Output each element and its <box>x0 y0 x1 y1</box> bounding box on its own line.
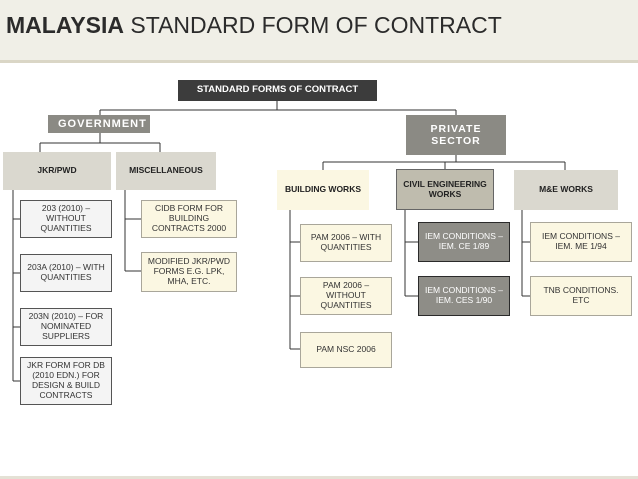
me-item-iem-me: IEM CONDITIONS – IEM. ME 1/94 <box>530 222 632 262</box>
misc-item-cidb: CIDB FORM FOR BUILDING CONTRACTS 2000 <box>141 200 237 238</box>
government-band: GOVERNMENT <box>48 115 150 133</box>
bottom-divider <box>0 476 638 479</box>
jkr-item-203a: 203A (2010) – WITH QUANTITIES <box>20 254 112 292</box>
slide-title: MALAYSIA STANDARD FORM OF CONTRACT <box>6 12 502 39</box>
title-bold: MALAYSIA <box>6 12 124 38</box>
root-node: STANDARD FORMS OF CONTRACT <box>178 80 377 101</box>
building-works-header: BUILDING WORKS <box>277 170 369 210</box>
misc-item-modified: MODIFIED JKR/PWD FORMS E.G. LPK, MHA, ET… <box>141 252 237 292</box>
title-bar <box>0 0 638 60</box>
miscellaneous-header: MISCELLANEOUS <box>116 152 216 190</box>
jkr-item-203: 203 (2010) – WITHOUT QUANTITIES <box>20 200 112 238</box>
me-works-header: M&E WORKS <box>514 170 618 210</box>
building-item-pam-with: PAM 2006 – WITH QUANTITIES <box>300 224 392 262</box>
building-item-pam-without: PAM 2006 – WITHOUT QUANTITIES <box>300 277 392 315</box>
title-rest: STANDARD FORM OF CONTRACT <box>124 12 502 38</box>
building-item-pam-nsc: PAM NSC 2006 <box>300 332 392 368</box>
jkr-item-203n: 203N (2010) – FOR NOMINATED SUPPLIERS <box>20 308 112 346</box>
civil-engineering-header: CIVIL ENGINEERING WORKS <box>396 169 494 210</box>
title-divider <box>0 60 638 63</box>
jkr-pwd-header: JKR/PWD <box>3 152 111 190</box>
me-item-tnb: TNB CONDITIONS. ETC <box>530 276 632 316</box>
private-sector-band: PRIVATE SECTOR <box>406 115 506 155</box>
civil-item-iem-ces: IEM CONDITIONS – IEM. CES 1/90 <box>418 276 510 316</box>
jkr-item-db: JKR FORM FOR DB (2010 EDN.) FOR DESIGN &… <box>20 357 112 405</box>
civil-item-iem-ce: IEM CONDITIONS – IEM. CE 1/89 <box>418 222 510 262</box>
